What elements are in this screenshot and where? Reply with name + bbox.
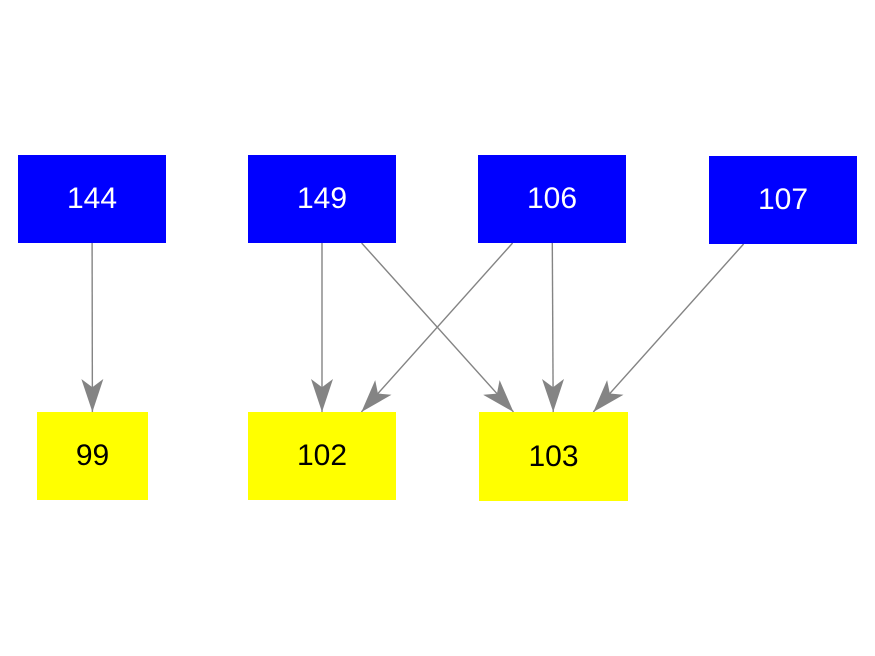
graph-edge-106-103 xyxy=(542,242,565,413)
graph-node-149[interactable]: 149 xyxy=(248,155,396,243)
graph-edge-107-103 xyxy=(592,243,745,413)
graph-node-106[interactable]: 106 xyxy=(478,155,626,243)
graph-node-102[interactable]: 102 xyxy=(248,412,396,500)
graph-node-99[interactable]: 99 xyxy=(37,412,148,500)
graph-node-103[interactable]: 103 xyxy=(479,412,628,501)
graph-edge-106-102 xyxy=(360,242,514,413)
graph-node-144[interactable]: 144 xyxy=(18,155,166,243)
graph-node-107[interactable]: 107 xyxy=(709,156,857,244)
